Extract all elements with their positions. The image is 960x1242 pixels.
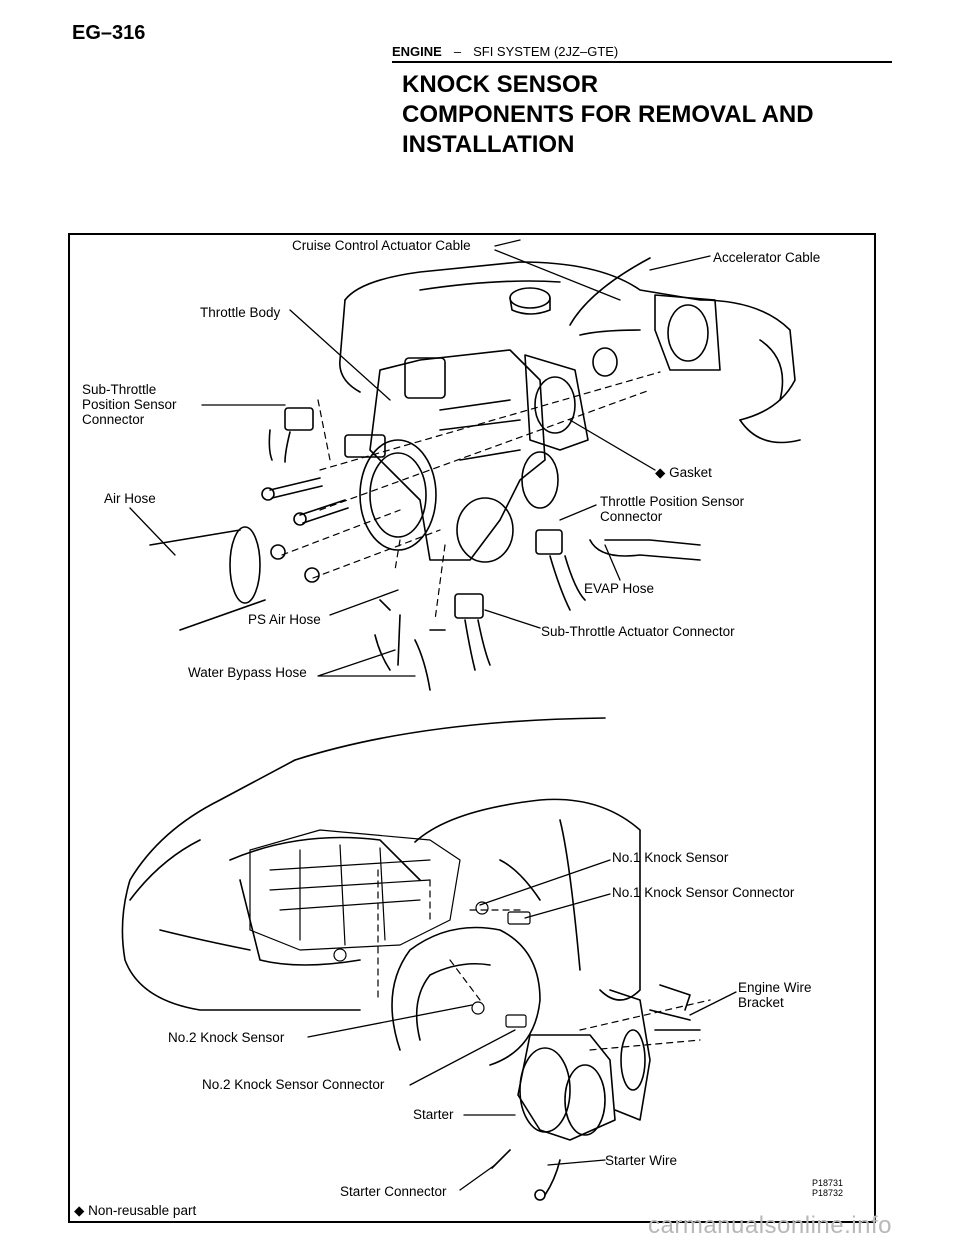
title-line-1: KNOCK SENSOR [402,71,599,98]
label-throttle-body: Throttle Body [200,305,281,320]
label-accelerator-cable: Accelerator Cable [713,250,821,265]
header-rule [392,61,892,63]
alignment-lines [281,371,711,1051]
label-no2-knock-sensor-connector: No.2 Knock Sensor Connector [202,1077,385,1092]
figure-code-1: P18731 [812,1178,844,1188]
label-air-hose: Air Hose [104,491,156,506]
label-starter-wire: Starter Wire [605,1153,678,1168]
label-throttle-position-sensor-line-2: Connector [600,509,663,524]
page-number: EG–316 [72,22,146,44]
label-sub-throttle-actuator-connector: Sub-Throttle Actuator Connector [541,624,735,639]
label-throttle-position-sensor-line-1: Throttle Position Sensor [600,494,745,509]
label-no2-knock-sensor: No.2 Knock Sensor [168,1030,285,1045]
label-water-bypass-hose: Water Bypass Hose [188,665,307,680]
label-starter-connector: Starter Connector [340,1184,447,1199]
figure-frame [68,233,876,1223]
label-sub-throttle-line-2: Position Sensor [82,397,177,412]
header-separator: – [453,44,462,59]
label-starter: Starter [413,1107,454,1122]
subsection-name: SFI SYSTEM (2JZ–GTE) [473,44,619,59]
section-name: ENGINE [392,44,442,59]
legend-non-reusable-part: ◆ Non-reusable part [74,1203,197,1218]
page-title: KNOCK SENSOR COMPONENTS FOR REMOVAL AND … [402,70,814,160]
watermark: carmanualsonline.info [648,1212,892,1239]
label-evap-hose: EVAP Hose [584,581,655,596]
label-sub-throttle-line-3: Connector [82,412,145,427]
air-hose-drawing [149,526,266,631]
intake-plenum-drawing [339,261,801,444]
label-no1-knock-sensor: No.1 Knock Sensor [612,850,729,865]
figure-code-2: P18732 [812,1188,844,1198]
label-cruise-control-actuator-cable: Cruise Control Actuator Cable [292,238,471,253]
title-line-2: COMPONENTS FOR REMOVAL AND [402,101,814,128]
bolt-drawings [261,477,349,583]
label-engine-wire-bracket-line-1: Engine Wire [738,980,812,995]
label-engine-wire-bracket-line-2: Bracket [738,995,784,1010]
car-body-drawing [121,717,641,1066]
engine-drawing [249,829,531,1028]
throttle-body-drawing [344,349,559,563]
label-gasket: ◆ Gasket [655,465,712,480]
connector-drawings [268,257,701,691]
running-header: ENGINE–SFI SYSTEM (2JZ–GTE) [392,44,618,59]
title-line-3: INSTALLATION [402,131,575,158]
leader-lines [129,239,737,1191]
label-sub-throttle-line-1: Sub-Throttle [82,382,157,397]
flange-drawing [592,294,721,377]
gasket-drawing [524,354,589,451]
label-no1-knock-sensor-connector: No.1 Knock Sensor Connector [612,885,795,900]
label-ps-air-hose: PS Air Hose [248,612,321,627]
